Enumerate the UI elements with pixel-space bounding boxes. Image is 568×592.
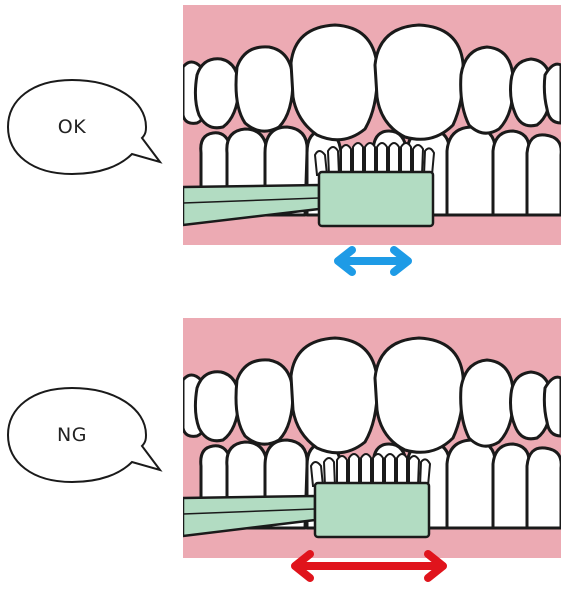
teeth-illustration [183, 5, 561, 245]
speech-bubble-ng: NG [0, 380, 170, 490]
double-arrow-icon [286, 542, 452, 590]
teeth-illustration [183, 318, 561, 558]
ng-label: NG [16, 380, 128, 490]
double-arrow-icon [330, 238, 416, 284]
ok-label: OK [16, 72, 128, 182]
teeth-panel-ng [183, 318, 561, 558]
teeth-panel-ok [183, 5, 561, 245]
speech-bubble-ok: OK [0, 72, 170, 182]
